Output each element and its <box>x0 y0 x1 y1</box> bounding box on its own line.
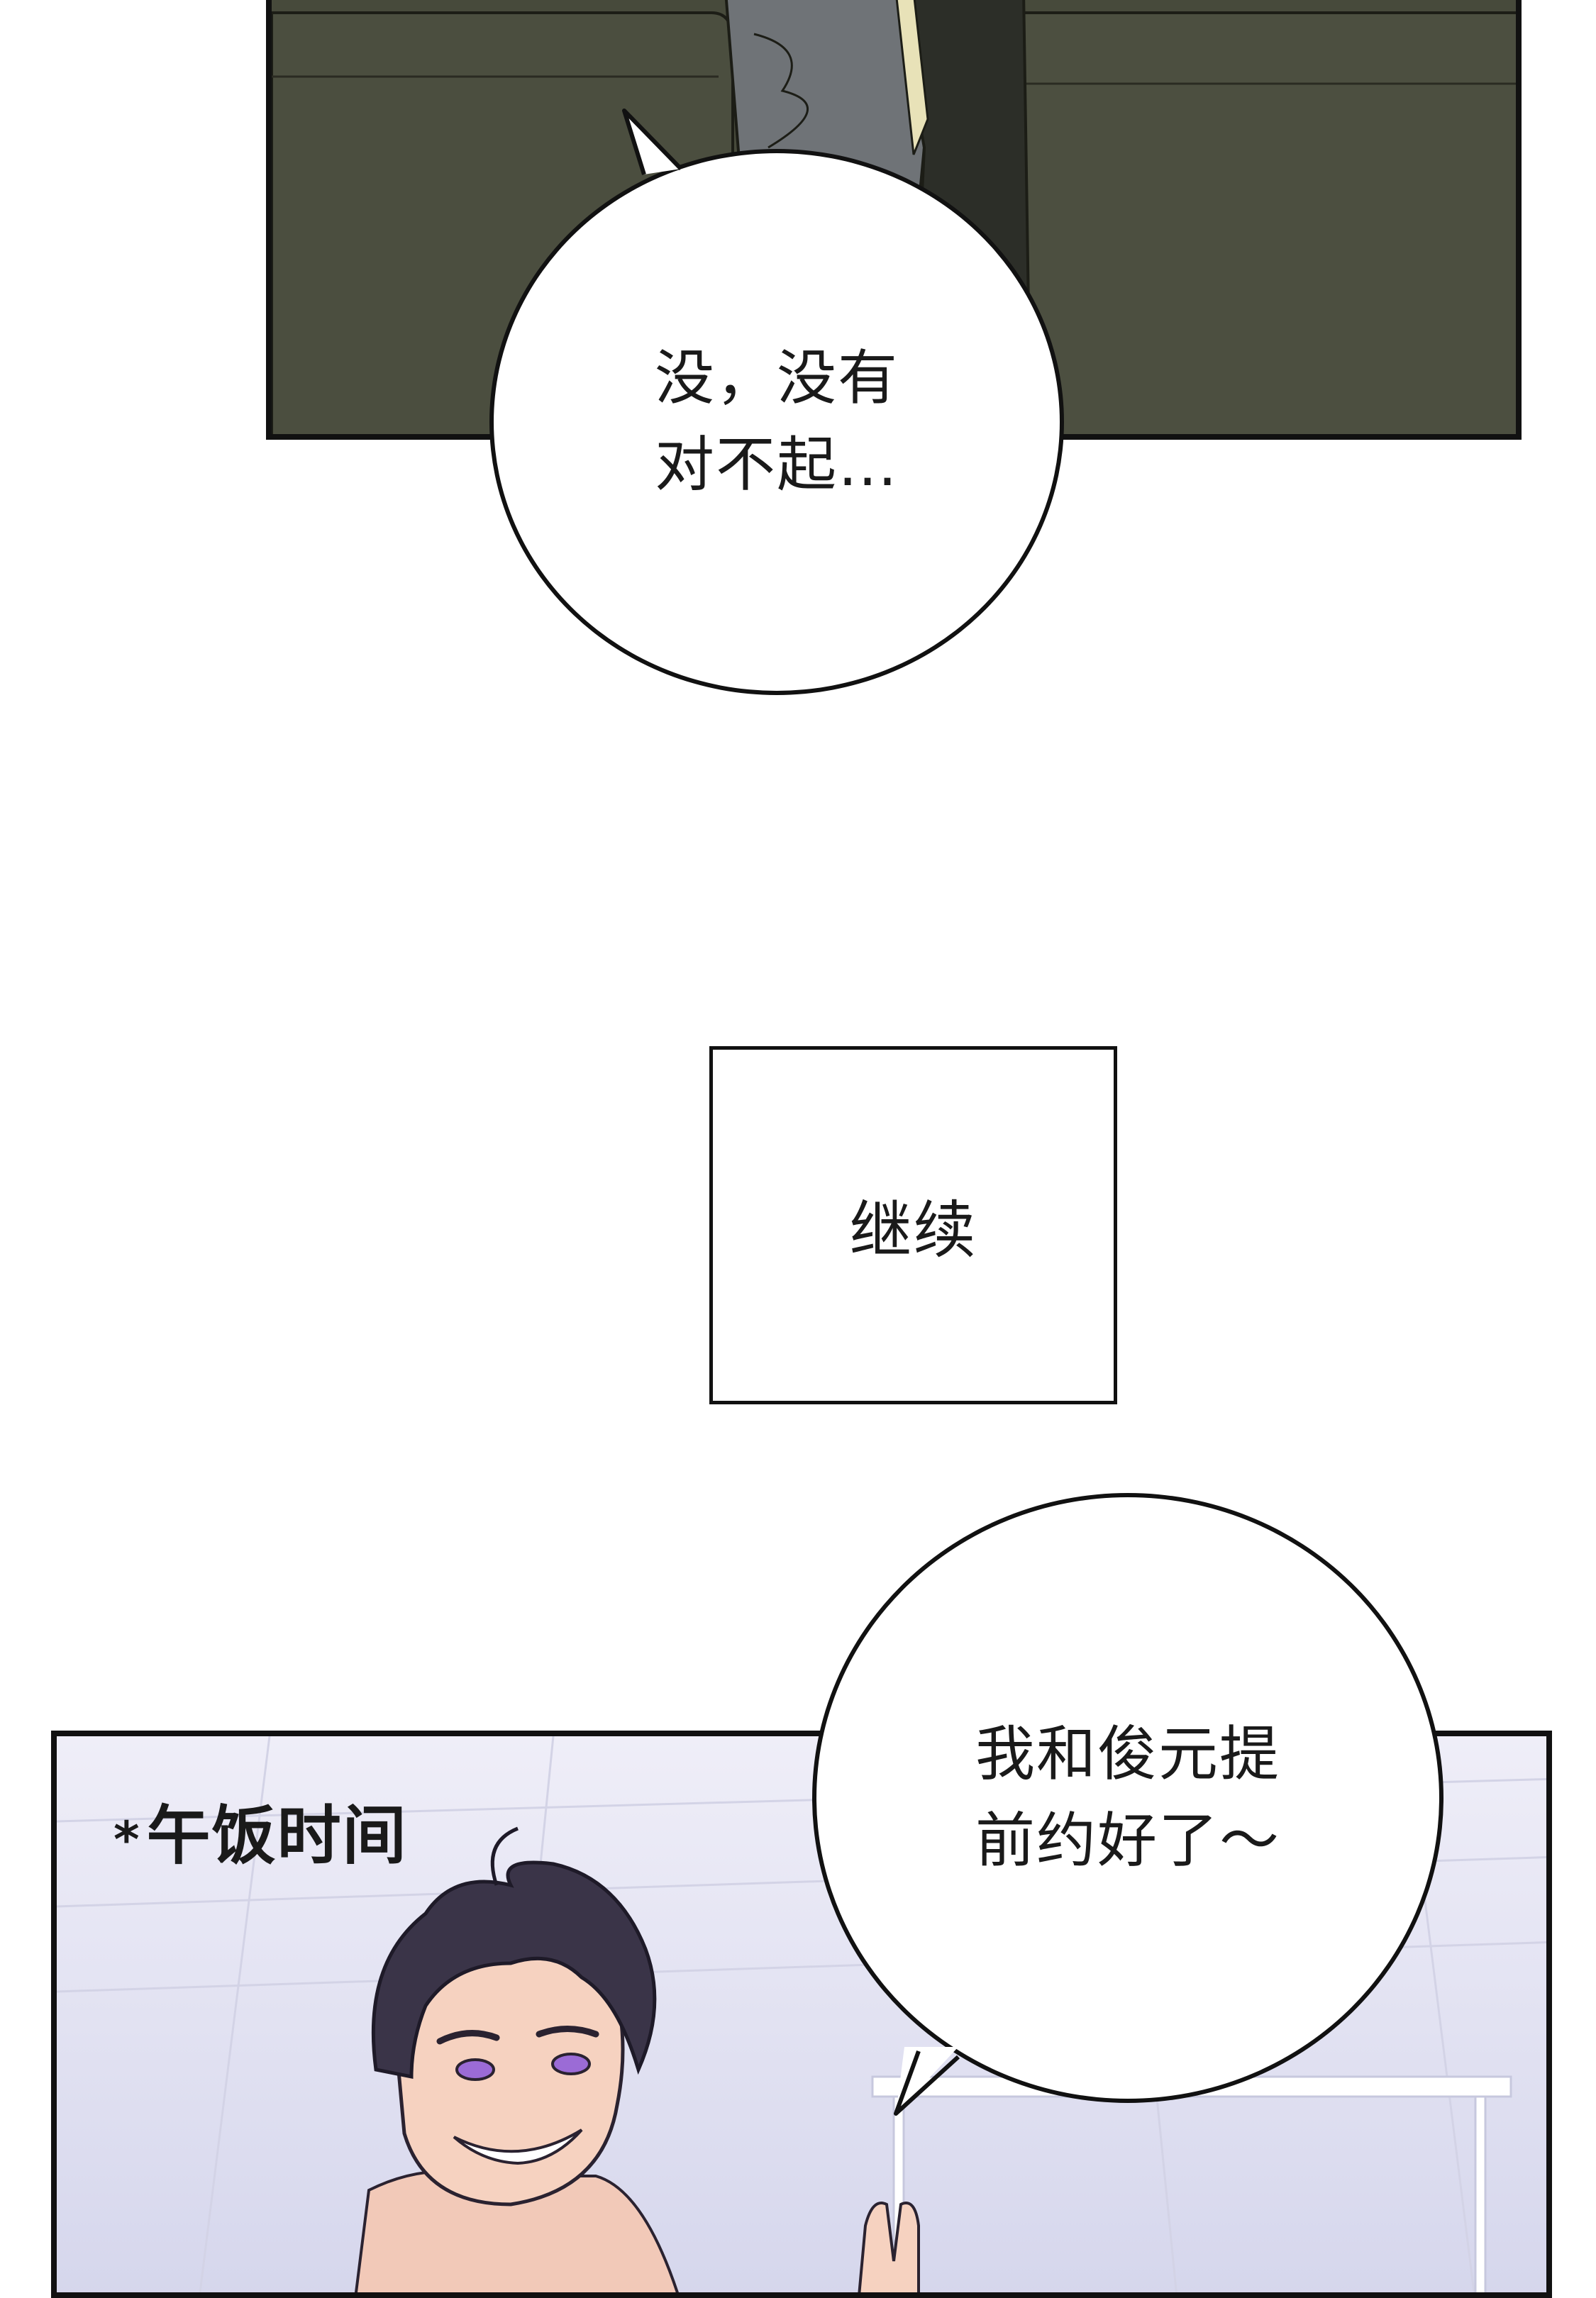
speech-bubble-2-text: 我和俊元提 前约好了～ <box>975 1711 1280 1885</box>
time-caption: *午饭时间 <box>113 1784 408 1876</box>
caption-text: 午饭时间 <box>146 1799 408 1873</box>
speech-bubble-1: 没，没有 对不起… <box>489 149 1064 695</box>
speech-bubble-1-text: 没，没有 对不起… <box>655 335 899 509</box>
speech-line: 对不起… <box>654 430 899 499</box>
character-art <box>354 1826 920 2292</box>
narration-box: 继续 <box>709 1046 1117 1404</box>
narration-text: 继续 <box>849 1194 977 1267</box>
speech-bubble-2: 我和俊元提 前约好了～ <box>812 1493 1443 2103</box>
caption-asterisk: * <box>113 1811 141 1870</box>
speech-line: 我和俊元提 <box>975 1719 1280 1789</box>
speech-bubble-2-tail <box>894 2047 960 2116</box>
speech-bubble-1-tail <box>622 109 683 175</box>
speech-line: 没，没有 <box>654 343 899 413</box>
speech-line: 前约好了～ <box>975 1806 1280 1875</box>
